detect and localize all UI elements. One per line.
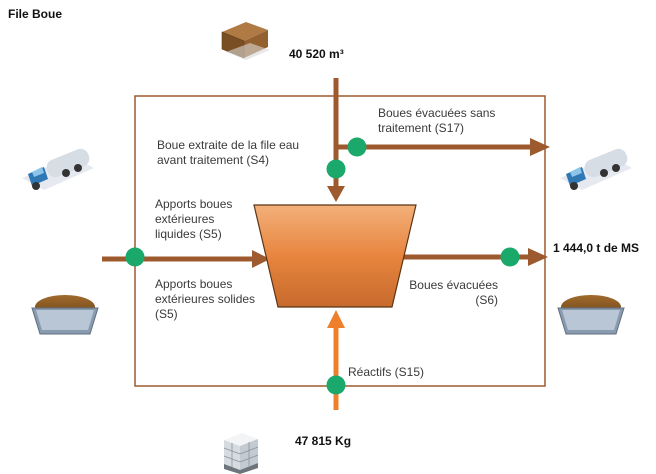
label-s17: Boues évacuées sans traitement (S17) — [378, 106, 495, 136]
node-s15[interactable] — [326, 375, 346, 395]
soil-container-icon — [31, 295, 99, 335]
box-icon — [221, 22, 270, 60]
label-s5-liquid-line3: liquides (S5) — [155, 227, 222, 241]
label-s5-liquid: Apports boues extérieures liquides (S5) — [155, 197, 232, 242]
soil-container-icon — [557, 295, 625, 335]
label-s5-liquid-line1: Apports boues — [155, 197, 233, 211]
label-s6-line2: (S6) — [475, 293, 498, 307]
node-s4[interactable] — [326, 159, 346, 179]
node-s6[interactable] — [500, 247, 520, 267]
label-s6: Boues évacuées (S6) — [400, 278, 498, 308]
tanker-truck-icon — [22, 148, 94, 190]
value-bottom: 47 815 Kg — [295, 434, 352, 448]
flow-s6 — [400, 248, 548, 266]
tanker-truck-icon — [560, 148, 632, 190]
ibc-tank-icon — [223, 433, 259, 474]
label-s5-liquid-line2: extérieures — [155, 212, 215, 226]
label-s17-line1: Boues évacuées sans — [378, 106, 496, 120]
label-s4-line1: Boue extraite de la file eau — [157, 138, 300, 152]
label-s4: Boue extraite de la file eau avant trait… — [157, 138, 299, 168]
label-s17-line2: traitement (S17) — [378, 121, 465, 135]
node-s17[interactable] — [347, 137, 367, 157]
label-s5-solid-line2: extérieures solides — [155, 292, 256, 306]
node-s5[interactable] — [125, 247, 145, 267]
value-top: 40 520 m³ — [289, 47, 344, 61]
label-s5-solid: Apports boues extérieures solides (S5) — [155, 277, 255, 322]
label-s5-solid-line3: (S5) — [155, 307, 178, 321]
label-s4-line2: avant traitement (S4) — [157, 153, 270, 167]
process-block — [253, 204, 417, 308]
flow-s17 — [336, 138, 550, 156]
label-s5-solid-line1: Apports boues — [155, 277, 233, 291]
page-title: File Boue — [8, 7, 63, 21]
value-right: 1 444,0 t de MS — [553, 241, 640, 255]
label-s15: Réactifs (S15) — [348, 365, 425, 379]
flow-s15 — [327, 310, 345, 410]
label-s6-line1: Boues évacuées — [409, 278, 498, 292]
